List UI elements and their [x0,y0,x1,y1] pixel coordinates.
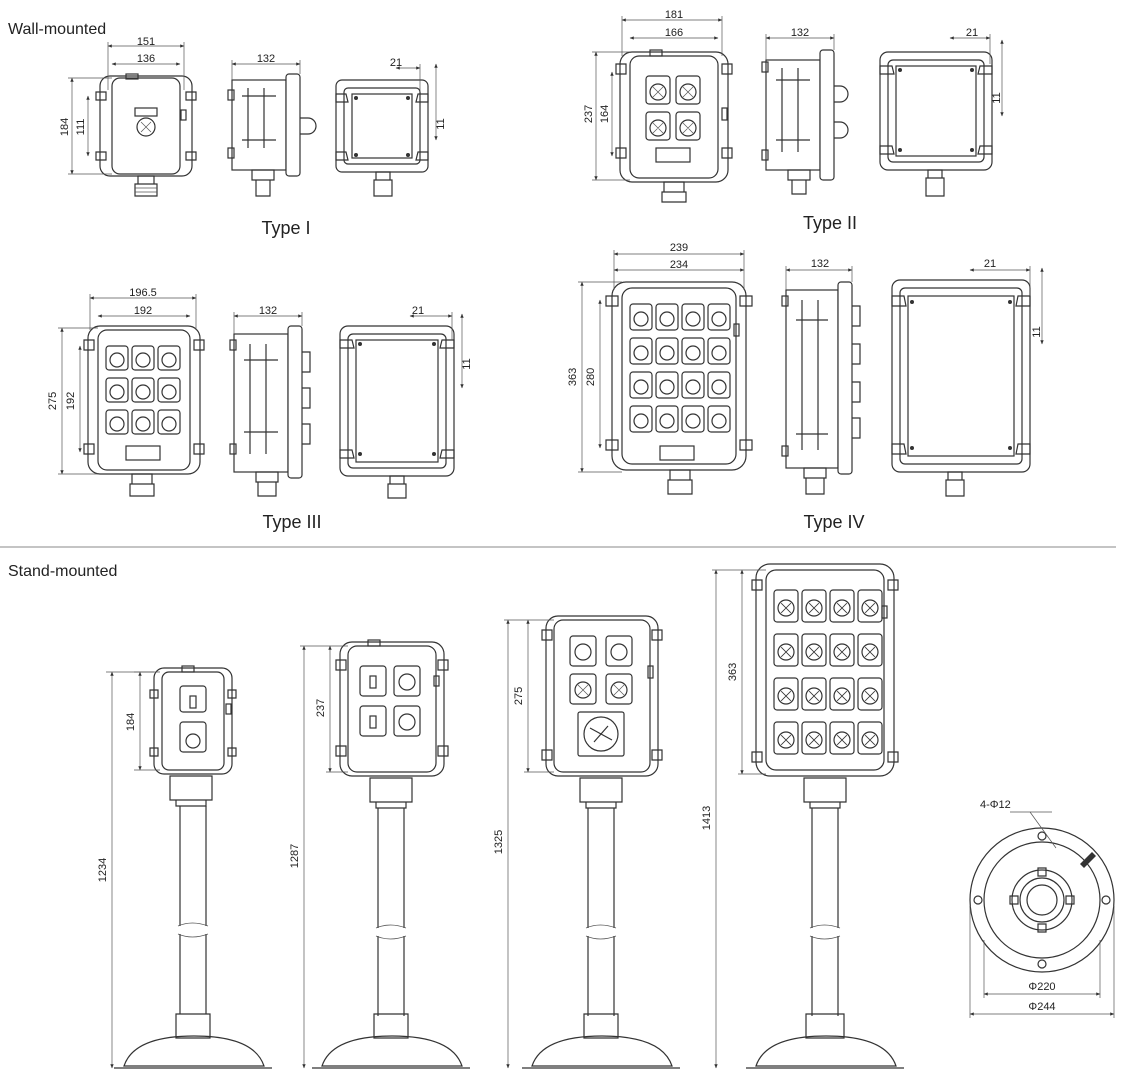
t2-inner-height: 164 [599,105,611,123]
s1-total-height: 1234 [97,858,109,882]
s4-box-height: 363 [727,663,739,681]
base-plate-view: 4-Φ12 Φ220 Φ244 [969,799,1115,1018]
type-4-label: Type IV [803,512,864,532]
t3-tab: 21 [412,305,424,317]
type-3-label: Type III [262,512,321,532]
t1-outer-height: 184 [59,118,71,136]
s4-total-height: 1413 [701,806,713,830]
t2-outer-height: 237 [583,105,595,123]
t2-inner-width: 166 [665,27,683,39]
s3-total-height: 1325 [493,830,505,854]
type-3-side-view: 132 [229,305,311,497]
type-1-back-view: 21 11 [335,57,447,197]
stand-2-view: 237 1287 [289,639,470,1069]
t1-inner-width: 136 [137,53,155,65]
type-2-side-view: 132 [761,27,849,195]
t1-outer-width: 151 [137,36,155,48]
base-inner-diameter: Φ220 [1028,981,1055,993]
stand-3-view: 275 1325 [493,615,680,1069]
t4-tab: 21 [984,258,996,270]
t3-outer-height: 275 [47,392,59,410]
t3-inner-height: 192 [65,392,77,410]
t2-depth: 132 [791,27,809,39]
type-3-back-view: 21 11 [339,305,473,499]
t4-inner-width: 234 [670,259,688,271]
s1-box-height: 184 [125,713,137,731]
t3-outer-width: 196.5 [129,287,157,299]
type-2-back-view: 21 11 [879,27,1004,197]
type-1-label: Type I [261,218,310,238]
wall-mounted-title: Wall-mounted [8,21,106,38]
stand-mounted-title: Stand-mounted [8,563,117,580]
type-2-front-view: 181 166 237 164 [583,9,733,203]
stand-4-view: 363 1413 [701,563,904,1069]
base-outer-diameter: Φ244 [1028,1001,1055,1013]
t3-depth: 132 [259,305,277,317]
t3-inner-width: 192 [134,305,152,317]
stand-1-view: 184 1234 [97,665,272,1069]
type-4-back-view: 21 11 [891,258,1044,497]
s3-box-height: 275 [513,687,525,705]
t1-tab: 21 [390,57,402,69]
type-1-front-view: 151 136 184 111 [59,36,197,197]
type-2-label: Type II [803,213,857,233]
t4-depth: 132 [811,258,829,270]
t1-hole: 11 [435,118,447,129]
t4-outer-height: 363 [567,368,579,386]
t3-hole: 11 [461,358,473,369]
t2-hole: 11 [991,92,1003,103]
type-4-front-view: 239 234 363 280 [567,242,753,495]
type-1-side-view: 132 [227,53,317,197]
t1-inner-height: 111 [75,119,87,136]
type-4-side-view: 132 [781,258,861,495]
type-3-front-view: 196.5 192 275 192 [47,287,205,497]
base-holes: 4-Φ12 [980,799,1011,811]
t4-hole: 11 [1031,326,1043,337]
s2-box-height: 237 [315,699,327,717]
t2-outer-width: 181 [665,9,683,21]
t1-depth: 132 [257,53,275,65]
t4-inner-height: 280 [585,368,597,386]
t2-tab: 21 [966,27,978,39]
t4-outer-width: 239 [670,242,688,254]
s2-total-height: 1287 [289,844,301,868]
